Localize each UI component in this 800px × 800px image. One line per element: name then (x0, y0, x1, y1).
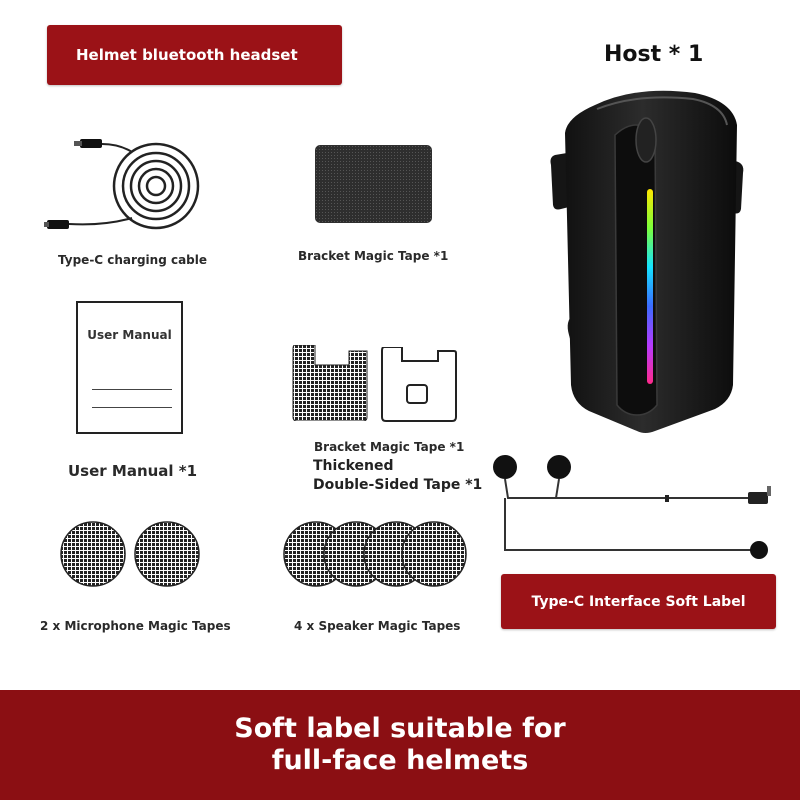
bracket-tape-2-caption: Bracket Magic Tape *1 (314, 440, 465, 454)
banner-line2: full-face helmets (271, 745, 529, 776)
header-label: Helmet bluetooth headset (47, 25, 342, 85)
bracket-magic-tape-image (315, 145, 432, 223)
soft-label-text: Type-C Interface Soft Label (531, 593, 746, 610)
type-c-soft-label-cable-image (493, 455, 771, 559)
user-manual-image: User Manual (76, 301, 183, 434)
cable-caption: Type-C charging cable (58, 253, 208, 267)
banner-line1: Soft label suitable for (234, 713, 566, 744)
mic-tapes-caption: 2 x Microphone Magic Tapes (40, 619, 231, 633)
manual-cover-title: User Manual (87, 328, 172, 342)
type-c-cable-icon (44, 139, 200, 230)
host-device-image (550, 90, 744, 433)
bottom-banner: Soft label suitable for full-face helmet… (0, 690, 800, 800)
speaker-tapes-caption: 4 x Speaker Magic Tapes (294, 619, 461, 633)
soft-label-badge: Type-C Interface Soft Label (501, 574, 776, 629)
manual-line (92, 389, 172, 390)
bracket-mesh-tape-image (292, 345, 368, 421)
host-label: Host * 1 (604, 42, 704, 67)
header-title: Helmet bluetooth headset (76, 46, 298, 64)
microphone-magic-tapes-image (60, 521, 200, 587)
speaker-magic-tapes-image (283, 521, 467, 587)
thickened-caption-line2: Double-Sided Tape *1 (313, 477, 483, 493)
thickened-double-sided-tape-image (381, 347, 457, 422)
manual-line (92, 407, 172, 408)
thickened-caption-line1: Thickened (313, 458, 394, 474)
bracket-tape-caption: Bracket Magic Tape *1 (298, 249, 449, 263)
manual-caption: User Manual *1 (68, 462, 198, 480)
